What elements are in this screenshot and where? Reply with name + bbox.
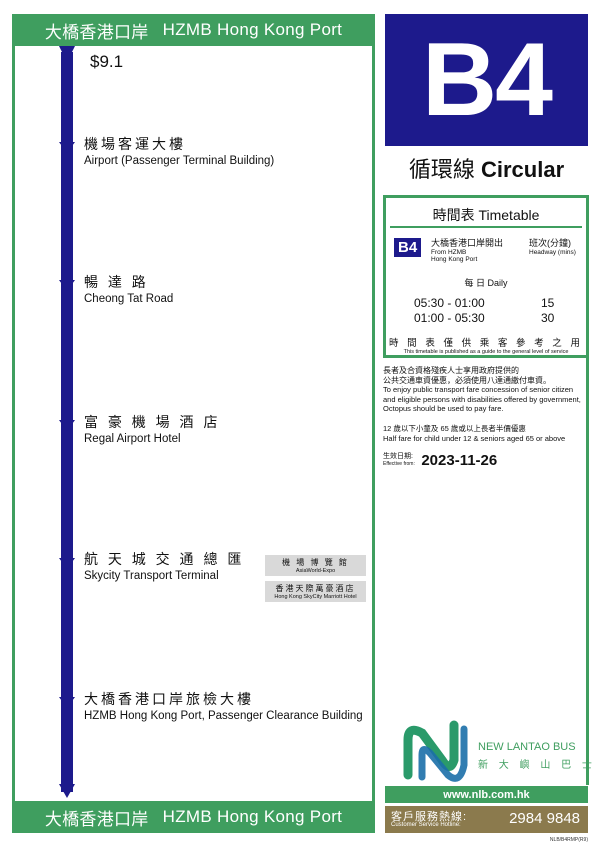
document-code: NLB/B4RMP(R9) — [549, 837, 588, 843]
timetable-title: 時間表 Timetable — [432, 207, 540, 223]
landmark-marriott-hotel: 香港天際萬豪酒店 Hong Kong SkyCity Marriott Hote… — [265, 581, 366, 602]
hotline-box: 客戶服務熱線: Customer Service Hotline: 2984 9… — [385, 806, 588, 833]
effective-date-value: 2023-11-26 — [421, 452, 498, 470]
timetable-headway: 15 — [541, 296, 555, 310]
stop-hzmb-passenger-clearance: 大橋香港口岸旅檢大樓 HZMB Hong Kong Port, Passenge… — [84, 689, 363, 722]
start-arrow-icon — [59, 46, 75, 62]
concession-en-3: Octopus should be used to pay fare. — [383, 404, 504, 413]
concession-en-1: To enjoy public transport fare concessio… — [383, 385, 574, 394]
timetable-daily: 每 日 Daily — [464, 278, 508, 288]
top-terminus-zh: 大橋香港口岸 — [44, 22, 149, 42]
divider — [390, 226, 582, 228]
brand-name-en: NEW LANTAO BUS — [478, 741, 576, 753]
top-terminus-bar: 大橋香港口岸 HZMB Hong Kong Port — [12, 14, 375, 46]
timetable-headway: 30 — [541, 311, 555, 325]
website-url[interactable]: www.nlb.com.hk — [385, 786, 588, 803]
half-fare-zh: 12 歲以下小童及 65 歲或以上長者半價優惠 — [383, 424, 526, 433]
effective-label-en: Effective from: — [383, 461, 415, 468]
from-en-2: Hong Kong Port — [431, 256, 478, 263]
stop-name-en: Cheong Tat Road — [84, 293, 174, 305]
end-arrow-icon — [59, 784, 75, 798]
effective-label: 生效日期: Effective from: — [383, 453, 415, 468]
landmark-zh: 機 場 博 覽 館 — [282, 558, 349, 567]
stop-regal-airport-hotel: 富 豪 機 場 酒 店 Regal Airport Hotel — [84, 412, 220, 445]
stop-arrow-icon — [59, 142, 75, 153]
stop-arrow-icon — [59, 697, 75, 708]
route-type: 循環線 Circular — [385, 152, 588, 184]
from-en-1: From HZMB — [431, 249, 467, 256]
stop-name-zh: 大橋香港口岸旅檢大樓 — [84, 691, 254, 707]
landmark-en: AsiaWorld-Expo — [295, 568, 336, 574]
concession-zh-2: 公共交通車資優惠，必須使用八達通繳付車資。 — [383, 375, 551, 385]
concession-zh-1: 長者及合資格殘疾人士享用政府提供的 — [383, 366, 519, 375]
landmark-asiaworld-expo: 機 場 博 覽 館 AsiaWorld-Expo — [265, 555, 366, 576]
stop-name-zh: 富 豪 機 場 酒 店 — [84, 414, 221, 430]
route-number: B4 — [385, 14, 588, 146]
route-frame — [12, 46, 375, 801]
right-border — [586, 195, 589, 785]
timetable: 時間表 Timetable B4 大橋香港口岸開出 From HZMB Hong… — [383, 195, 589, 358]
timetable-route-badge: B4 — [394, 238, 422, 257]
timetable-from: 大橋香港口岸開出 From HZMB Hong Kong Port — [431, 236, 503, 263]
stop-name-en: HZMB Hong Kong Port, Passenger Clearance… — [84, 710, 363, 722]
hotline-label-zh: 客戶服務熱線: — [391, 811, 468, 823]
fare: $9.1 — [90, 52, 124, 71]
bottom-terminus-zh: 大橋香港口岸 — [44, 809, 149, 829]
half-fare-en: Half fare for child under 12 & seniors a… — [383, 433, 566, 443]
effective-date: 生效日期: Effective from: 2023-11-26 — [383, 452, 497, 470]
brand-name-zh: 新 大 嶼 山 巴 士 — [478, 760, 596, 771]
timetable-time: 01:00 - 05:30 — [414, 311, 485, 325]
headway-en: Headway (mins) — [529, 249, 576, 256]
timetable-note-zh: 時 間 表 僅 供 乘 客 參 考 之 用 — [389, 338, 583, 349]
bottom-terminus-bar: 大橋香港口岸 HZMB Hong Kong Port — [12, 801, 375, 833]
headway-zh: 班次(分鐘) — [529, 238, 571, 248]
from-zh: 大橋香港口岸開出 — [431, 238, 504, 248]
stop-skycity-transport-terminal: 航 天 城 交 通 總 匯 Skycity Transport Terminal — [84, 549, 244, 582]
landmark-zh: 香港天際萬豪酒店 — [275, 584, 356, 593]
stop-arrow-icon — [59, 558, 75, 569]
half-fare-notice: 12 歲以下小童及 65 歲或以上長者半價優惠 Half fare for ch… — [383, 424, 588, 443]
stop-name-en: Skycity Transport Terminal — [84, 570, 219, 582]
route-type-zh: 循環線 — [408, 157, 475, 182]
stop-arrow-icon — [59, 420, 75, 431]
stop-name-en: Regal Airport Hotel — [84, 433, 181, 445]
concession-en-2: and eligible persons with disabilities o… — [383, 394, 581, 404]
hotline-label-en: Customer Service Hotline: — [391, 822, 461, 828]
effective-label-zh: 生效日期: — [383, 453, 413, 461]
timetable-note-en: This timetable is published as a guide t… — [403, 349, 569, 355]
timetable-headway-header: 班次(分鐘) Headway (mins) — [529, 236, 576, 256]
stop-name-zh: 機場客運大樓 — [84, 136, 186, 152]
hotline-number[interactable]: 2984 9848 — [509, 810, 580, 827]
stop-airport: 機場客運大樓 Airport (Passenger Terminal Build… — [84, 134, 274, 167]
timetable-time: 05:30 - 01:00 — [414, 296, 485, 310]
concession-notice: 長者及合資格殘疾人士享用政府提供的 公共交通車資優惠，必須使用八達通繳付車資。 … — [383, 366, 588, 414]
stop-name-en: Airport (Passenger Terminal Building) — [84, 155, 275, 167]
stop-name-zh: 航 天 城 交 通 總 匯 — [84, 551, 245, 567]
bottom-terminus-en: HZMB Hong Kong Port — [162, 807, 343, 826]
stop-cheong-tat-road: 暢 達 路 Cheong Tat Road — [84, 272, 173, 305]
route-type-en: Circular — [480, 157, 565, 182]
nlb-logo-icon — [403, 720, 468, 782]
landmark-en: Hong Kong SkyCity Marriott Hotel — [274, 594, 357, 600]
stop-name-zh: 暢 達 路 — [84, 274, 149, 290]
stop-arrow-icon — [59, 280, 75, 291]
top-terminus-en: HZMB Hong Kong Port — [162, 20, 343, 39]
